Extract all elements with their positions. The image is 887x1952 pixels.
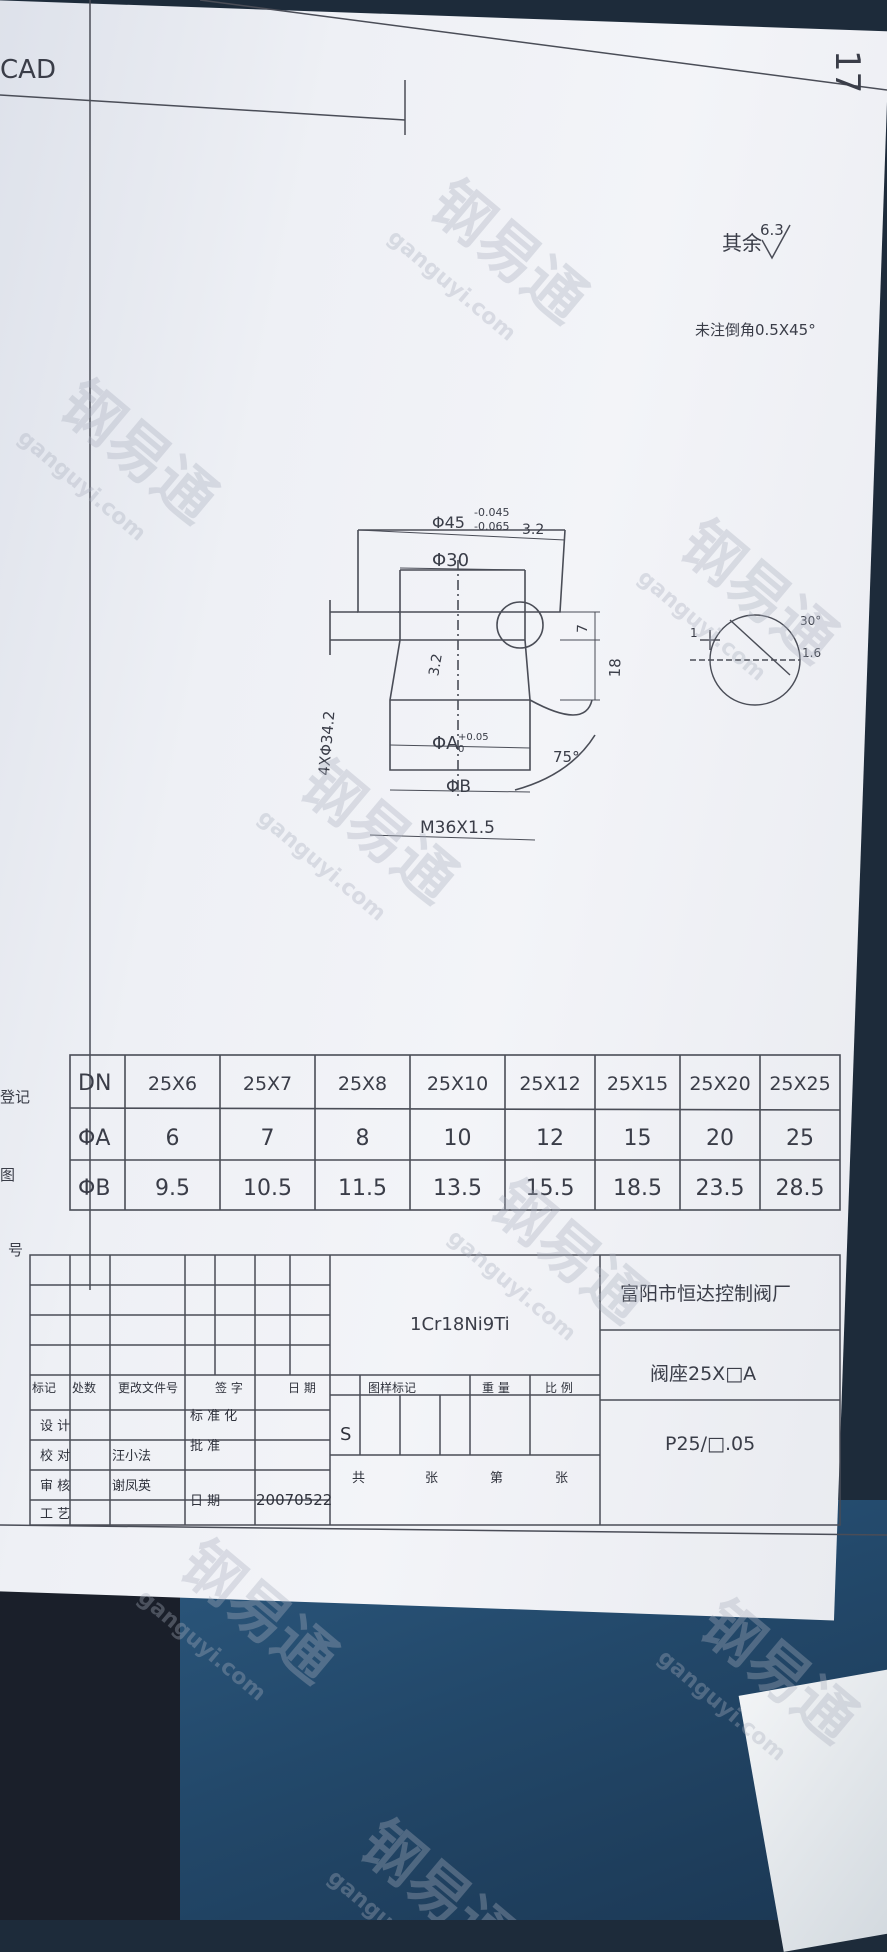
- surface-value: 6.3: [760, 221, 784, 239]
- spec-a-cell: 8: [356, 1126, 370, 1151]
- detail-angle: 30°: [800, 614, 821, 628]
- paper-bottom-edge: [0, 1524, 887, 1536]
- spec-a-cell: 7: [261, 1126, 275, 1151]
- frame-top-line: [0, 94, 406, 121]
- watermark-cn-6: 钢易通: [167, 1527, 350, 1696]
- chamfer-note: 未注倒角0.5X45°: [695, 321, 816, 339]
- spec-dn-cell: 25X12: [519, 1073, 580, 1095]
- dim-a-tol: +0.05: [458, 732, 489, 743]
- spec-dn-cell: 25X6: [148, 1073, 197, 1095]
- spec-row-label: ΦB: [78, 1176, 110, 1201]
- spec-b-cell: 9.5: [155, 1176, 190, 1201]
- spec-b-cell: 11.5: [338, 1176, 387, 1201]
- stage-value: S: [340, 1424, 351, 1445]
- detail-dim: 1: [690, 626, 698, 640]
- spec-b-cell: 13.5: [433, 1176, 482, 1201]
- dark-background: [0, 1560, 180, 1920]
- spec-row-label: ΦA: [78, 1126, 110, 1151]
- rev-header-sign: 签 字: [215, 1380, 243, 1395]
- roughness-top: 3.2: [522, 522, 544, 538]
- dim-hole: 4XΦ34.2: [315, 710, 339, 776]
- dim-a-tol-low: 0: [458, 744, 464, 755]
- spec-b-cell: 10.5: [243, 1176, 292, 1201]
- spec-a-cell: 12: [536, 1126, 564, 1151]
- dim-outer-upper: -0.045: [474, 506, 509, 519]
- rev-header-count: 处数: [72, 1380, 96, 1395]
- spec-a-cell: 15: [624, 1126, 652, 1151]
- surface-note: 其余: [722, 231, 762, 255]
- spec-b-cell: 28.5: [776, 1176, 825, 1201]
- spec-dn-cell: 25X10: [427, 1073, 488, 1095]
- spec-b-cell: 18.5: [613, 1176, 662, 1201]
- watermark-cn-2: 钢易通: [47, 367, 230, 536]
- spec-dn-cell: 25X8: [338, 1073, 387, 1095]
- review-label: 审 核: [40, 1479, 70, 1494]
- margin-label-drawing: 图: [0, 1166, 15, 1184]
- dim-b: ΦB: [446, 777, 471, 797]
- scale-label: 比 例: [545, 1381, 573, 1395]
- spec-dn-cell: 25X20: [689, 1073, 750, 1095]
- dim-outer-lower: -0.065: [474, 520, 509, 533]
- spec-a-cell: 25: [786, 1126, 814, 1151]
- dim-height-small: 7: [575, 624, 591, 633]
- spec-a-cell: 6: [166, 1126, 180, 1151]
- sheets-label-2: 张: [555, 1471, 568, 1486]
- material: 1Cr18Ni9Ti: [410, 1314, 510, 1335]
- detail-roughness: 1.6: [802, 646, 821, 660]
- rev-header-mark: 标记: [32, 1381, 56, 1395]
- page-mark: 17: [827, 50, 867, 93]
- company-name: 富阳市恒达控制阀厂: [620, 1283, 791, 1305]
- check-label: 校 对: [40, 1448, 70, 1464]
- dim-inner: Φ30: [432, 550, 469, 571]
- part-name: 阀座25X□A: [650, 1363, 756, 1385]
- check-name: 汪小法: [112, 1449, 151, 1464]
- spec-dn-cell: 25X7: [243, 1073, 292, 1095]
- dimension-lines: [357, 529, 600, 841]
- spec-b-cell: 23.5: [696, 1176, 745, 1201]
- review-name: 谢凤英: [112, 1478, 151, 1494]
- spec-a-cell: 20: [706, 1126, 734, 1151]
- frame-top-border: [199, 0, 887, 91]
- roughness-left: 3.2: [426, 653, 446, 678]
- dim-height: 18: [606, 658, 625, 678]
- standardize-label: 标 准 化: [190, 1409, 237, 1424]
- spec-dn-cell: 25X15: [607, 1073, 668, 1095]
- date-label: 日 期: [190, 1494, 220, 1509]
- process-label: 工 艺: [40, 1507, 70, 1522]
- spec-table: [69, 1054, 841, 1211]
- watermark-cn-7: 钢易通: [687, 1587, 870, 1756]
- watermark: 钢易通 ganguyi.com 钢易通 ganguyi.com 钢易通 gang…: [13, 167, 870, 1920]
- part-drawing: [329, 529, 596, 800]
- dim-outer: Φ45: [432, 513, 465, 532]
- margin-label-number: 号: [8, 1241, 23, 1259]
- roughness-symbol: [761, 224, 791, 260]
- sheets-label: 张: [425, 1471, 438, 1486]
- watermark-cn-3: 钢易通: [667, 507, 850, 676]
- rev-header-doc: 更改文件号: [118, 1380, 178, 1395]
- spec-dn-cell: 25X25: [769, 1073, 830, 1095]
- total-label: 共: [352, 1471, 365, 1486]
- watermark-cn-1: 钢易通: [417, 167, 600, 336]
- detail-view: [690, 614, 801, 706]
- angle-75: 75°: [553, 748, 580, 766]
- spec-a-cell: 10: [444, 1126, 472, 1151]
- margin-label-register: 登记: [0, 1088, 30, 1106]
- dim-a: ΦA: [432, 733, 459, 754]
- cad-label: CAD: [0, 55, 56, 85]
- approve-label: 批 准: [190, 1439, 220, 1454]
- dim-thread: M36X1.5: [420, 818, 495, 838]
- weight-label: 重 量: [482, 1381, 510, 1395]
- part-number: P25/□.05: [665, 1433, 755, 1455]
- design-label: 设 计: [40, 1419, 70, 1434]
- spec-row-label: DN: [78, 1071, 111, 1096]
- title-block: [29, 1254, 841, 1526]
- date-value: 20070522: [256, 1491, 332, 1509]
- spec-b-cell: 15.5: [526, 1176, 575, 1201]
- stage-label: 图样标记: [368, 1380, 416, 1395]
- rev-header-date: 日 期: [288, 1381, 316, 1395]
- sheet-no-label: 第: [490, 1471, 503, 1486]
